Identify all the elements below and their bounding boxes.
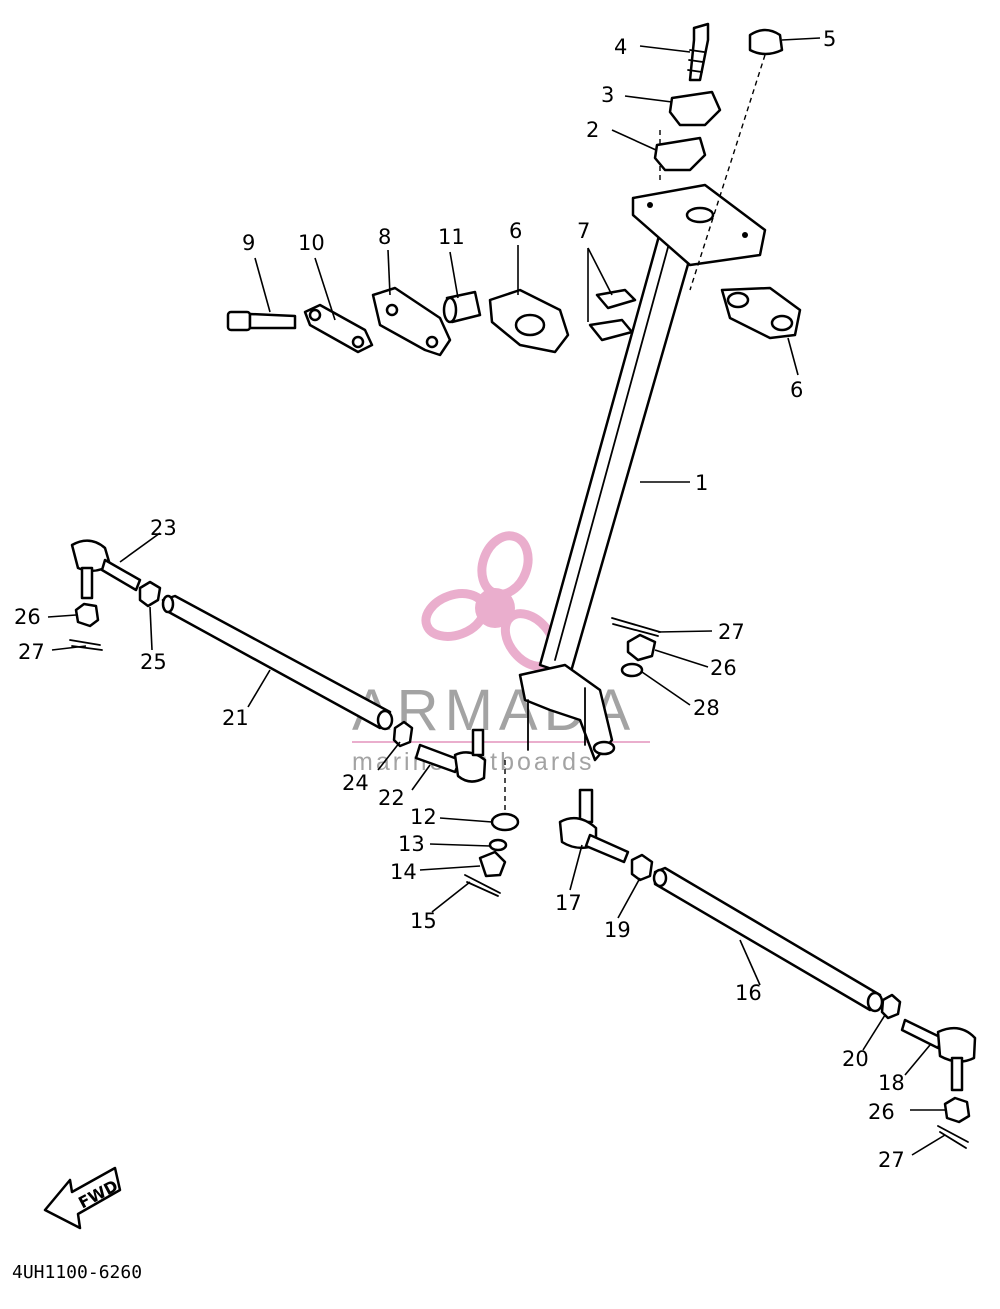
callout-27-left: 27 (18, 640, 45, 664)
bolt-9 (226, 310, 252, 332)
callout-6-right: 6 (790, 378, 803, 402)
callout-8: 8 (378, 225, 391, 249)
propeller-icon (421, 531, 560, 671)
upper-bracket (631, 183, 767, 267)
column-holder-parts (226, 286, 802, 357)
callout-22: 22 (378, 786, 405, 810)
upper-holder-parts (653, 22, 784, 172)
callout-4: 4 (614, 35, 627, 59)
callout-15: 15 (410, 909, 437, 933)
steering-column (518, 183, 767, 762)
callout-5: 5 (823, 27, 836, 51)
callout-23: 23 (150, 516, 177, 540)
callout-24: 24 (342, 771, 369, 795)
fwd-arrow-icon (43, 1166, 122, 1230)
upper-holder-3 (668, 90, 722, 127)
tie-rod-21 (161, 594, 392, 730)
cap-5 (748, 28, 784, 56)
forward-direction-marker: FWD (43, 1166, 122, 1230)
plate-8 (371, 286, 452, 357)
left-tie-rod-assembly (69, 539, 487, 783)
bushing-7-a (595, 288, 637, 310)
callout-2: 2 (586, 118, 599, 142)
callout-17: 17 (555, 891, 582, 915)
callout-11: 11 (438, 225, 465, 249)
nut-24 (392, 720, 414, 748)
washer-13 (488, 838, 508, 852)
tie-rod-end-18 (936, 1026, 977, 1063)
tie-rod-16 (653, 866, 882, 1012)
nut-25 (138, 580, 162, 608)
pitman-arm (518, 663, 614, 762)
washer-12 (490, 812, 520, 832)
bushing-7-b (588, 318, 634, 342)
washer-28 (620, 662, 644, 678)
callout-21: 21 (222, 706, 249, 730)
lower-holder-2 (653, 136, 707, 172)
callout-16: 16 (735, 981, 762, 1005)
callout-20: 20 (842, 1047, 869, 1071)
callout-13: 13 (398, 832, 425, 856)
nut-26-right (943, 1096, 971, 1124)
tie-rod-end-22 (453, 751, 487, 783)
callout-3: 3 (601, 83, 614, 107)
nut-26-left (74, 602, 100, 628)
callout-6-left: 6 (509, 219, 522, 243)
callout-25: 25 (140, 650, 167, 674)
callout-18: 18 (878, 1071, 905, 1095)
callout-12: 12 (410, 805, 437, 829)
callout-27-right: 27 (878, 1148, 905, 1172)
callout-27-center: 27 (718, 620, 745, 644)
nut-14 (478, 850, 507, 878)
callout-26-right: 26 (868, 1100, 895, 1124)
callout-26-left: 26 (14, 605, 41, 629)
callout-10: 10 (298, 231, 325, 255)
pitman-top-hardware (611, 617, 661, 678)
callout-28: 28 (693, 696, 720, 720)
callout-9: 9 (242, 231, 255, 255)
callout-1: 1 (695, 471, 708, 495)
callout-14: 14 (390, 860, 417, 884)
nut-19 (630, 853, 654, 882)
callout-26-center: 26 (710, 656, 737, 680)
nut-20 (880, 993, 902, 1020)
pitman-hardware (464, 812, 520, 897)
nut-26-center (626, 633, 657, 662)
callout-7: 7 (577, 219, 590, 243)
callout-19: 19 (604, 918, 631, 942)
leader-lines (47, 37, 946, 1156)
drawing-code: 4UH1100-6260 (12, 1262, 142, 1283)
right-tie-rod-assembly (558, 788, 977, 1149)
callout-labels: 1 2 3 4 5 6 6 7 8 9 10 11 12 13 14 15 16… (14, 27, 905, 1172)
